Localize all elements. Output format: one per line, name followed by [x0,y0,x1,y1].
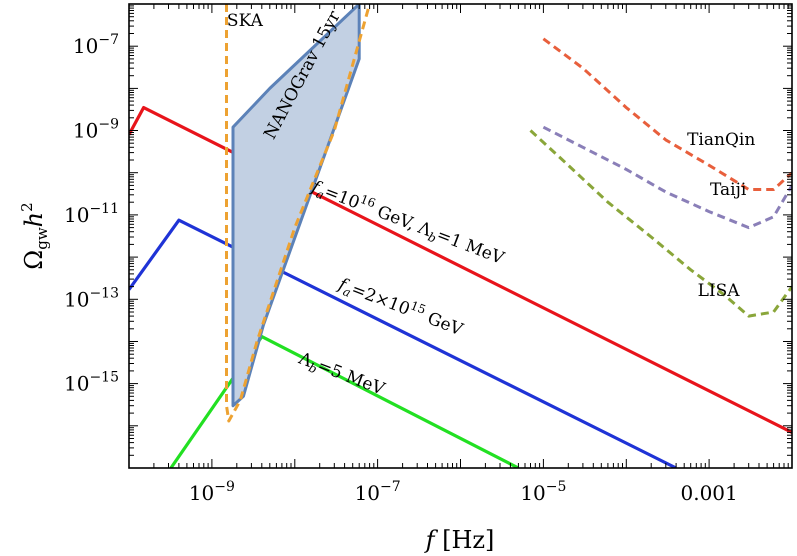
lisa-label: LISA [698,281,741,301]
series-taiji [542,125,792,230]
x-tick-label: 10−7 [355,479,401,505]
y-tick-label: 10−11 [64,201,119,227]
y-tick-label: 10−7 [73,32,119,58]
x-tick-label: 10−9 [189,479,235,505]
x-axis-title: f [Hz] [424,526,495,554]
taiji-label: Taiji [710,180,747,200]
y-tick-label: 10−9 [73,117,119,143]
x-tick-label: 10−5 [520,479,566,505]
series-fa-1016-gev-b-1-mev [129,105,792,434]
y-tick-label: 10−13 [64,285,119,311]
y-tick-label: 10−15 [64,370,119,396]
series-layer [129,4,792,468]
tianqin-label: TianQin [687,130,755,150]
tick-layer: 10−9 10−7 10−5 0.001 10−7 10−9 10−11 10−13 10−15 [64,4,792,505]
series-b-5-mev [169,335,520,468]
series-lisa [529,129,792,318]
ska-label: SKA [227,11,264,31]
series-nanograv-15yr [231,4,361,408]
red-curve-label: fa=1016 GeV, Λb=1 MeV [306,174,508,271]
series-tianqin [542,37,792,191]
series-ska [225,4,372,423]
x-tick-label: 0.001 [680,481,737,505]
y-axis-title: Ωgwh2 [18,202,51,269]
green-curve-label: Λb=5 MeV [294,348,388,401]
series-fa-2-1015-gev [129,218,677,468]
